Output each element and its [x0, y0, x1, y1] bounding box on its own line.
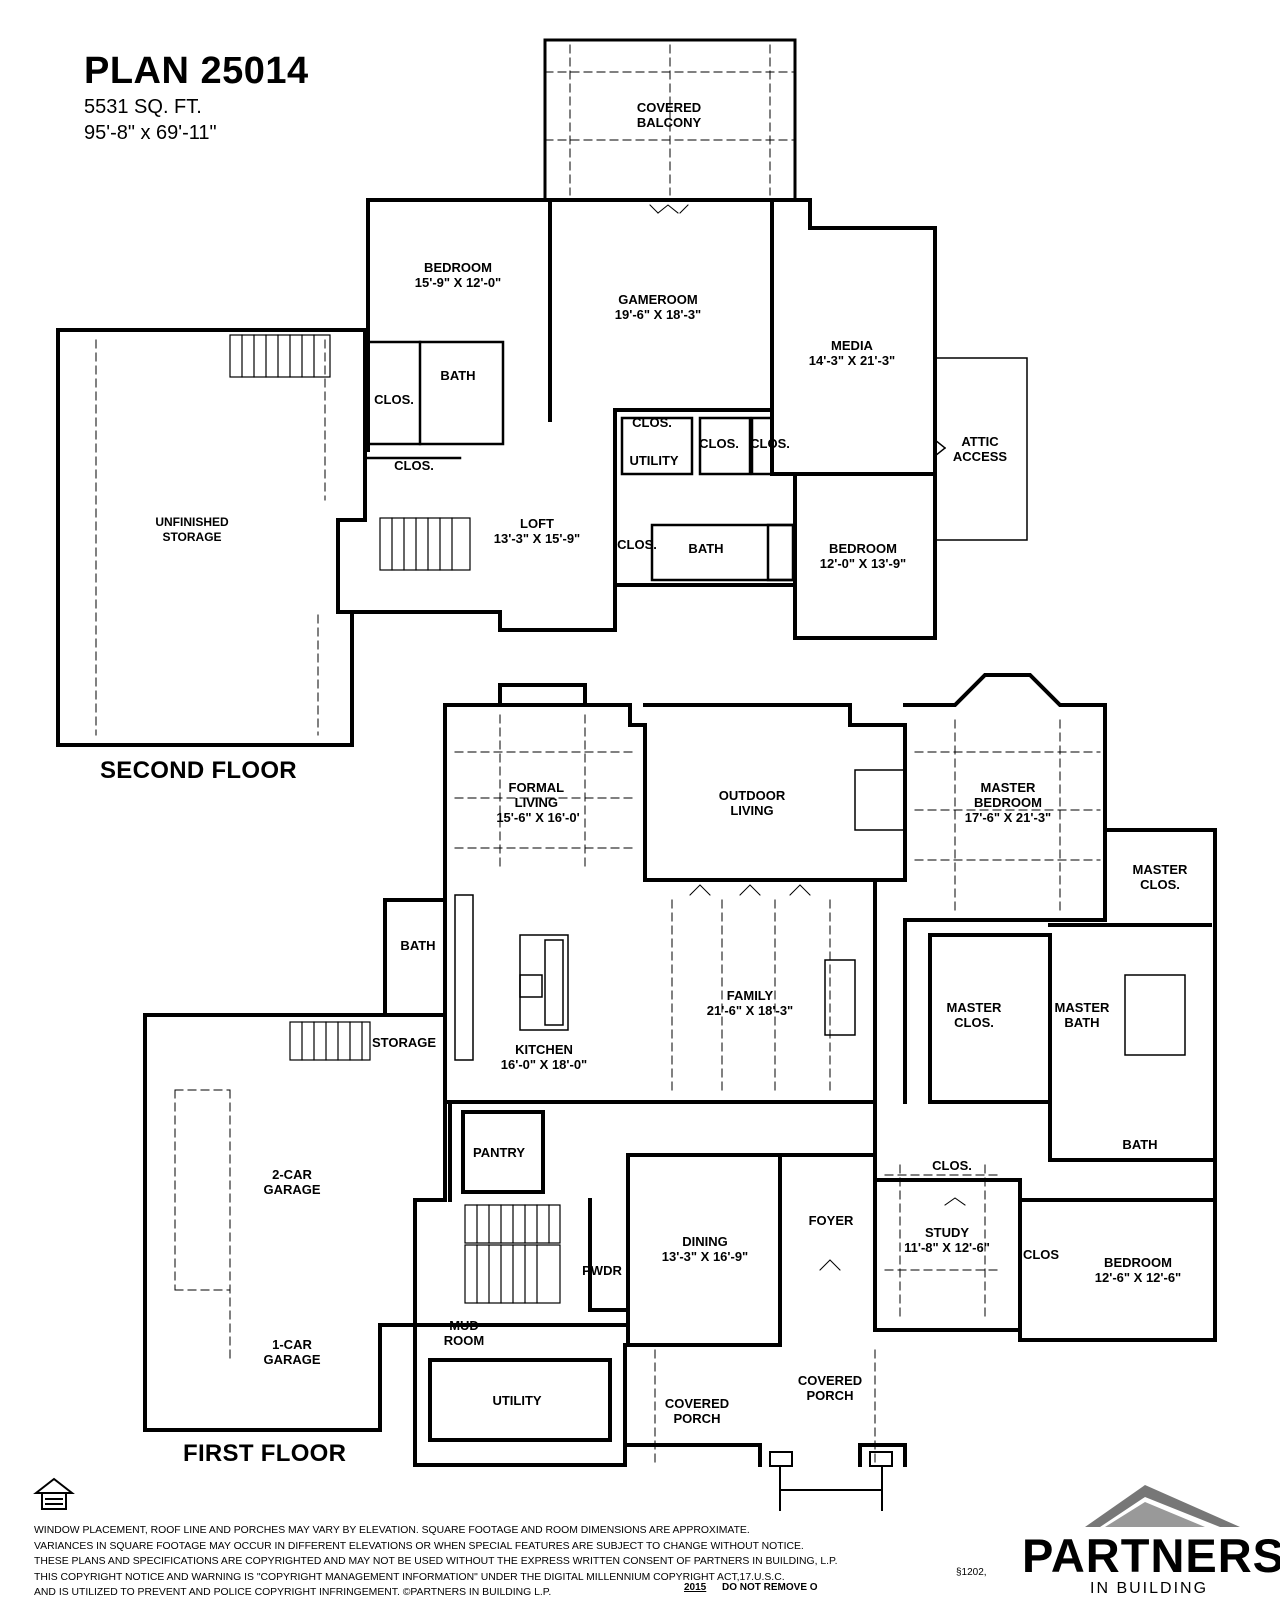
room-closet-upper-d: CLOS.	[699, 436, 739, 451]
room-foyer: FOYER	[808, 1213, 854, 1228]
copyright-disclaimer: WINDOW PLACEMENT, ROOF LINE AND PORCHES …	[34, 1523, 994, 1601]
room-bath-upper-a: BATH	[440, 368, 476, 383]
room-closet-bedroom: CLOS	[1022, 1247, 1060, 1262]
disclaimer-section: §1202,	[956, 1567, 987, 1578]
room-attic-access: ATTIC ACCESS	[952, 434, 1008, 464]
room-unfinished-storage: UNFINISHED STORAGE	[155, 515, 229, 544]
room-closet-study: CLOS.	[932, 1158, 972, 1173]
room-master-closet-top: MASTER CLOS.	[1132, 862, 1188, 892]
room-closet-upper-f: CLOS.	[617, 537, 657, 552]
room-closet-upper-e: CLOS.	[750, 436, 790, 451]
room-bath-guest: BATH	[1122, 1137, 1158, 1152]
room-covered-porch-left: COVERED PORCH	[664, 1396, 730, 1426]
disclaimer-line-4: THIS COPYRIGHT NOTICE AND WARNING IS "CO…	[34, 1571, 785, 1583]
room-two-car-garage: 2-CAR GARAGE	[263, 1167, 321, 1197]
room-powder: PWDR	[582, 1263, 622, 1278]
overall-dimensions: 95'-8" x 69'-11"	[84, 122, 217, 144]
second-floor-label: SECOND FLOOR	[100, 757, 297, 784]
room-bath-first-left: BATH	[400, 938, 436, 953]
room-bath-upper-b: BATH	[688, 541, 724, 556]
room-utility: UTILITY	[492, 1393, 542, 1408]
covered-balcony-outline	[543, 38, 797, 202]
room-mud-room: MUD ROOM	[443, 1318, 485, 1348]
room-closet-upper-c: CLOS.	[632, 415, 672, 430]
first-floor-walls	[143, 673, 1217, 1467]
partners-logo-subtitle: IN BUILDING	[1090, 1580, 1209, 1597]
first-floor-label: FIRST FLOOR	[183, 1440, 347, 1467]
disclaimer-line-5: AND IS UTILIZED TO PREVENT AND POLICE CO…	[34, 1587, 552, 1599]
room-one-car-garage: 1-CAR GARAGE	[263, 1337, 321, 1367]
room-storage: STORAGE	[371, 1035, 437, 1050]
room-covered-porch-right: COVERED PORCH	[797, 1373, 863, 1403]
room-closet-upper-b: CLOS.	[394, 458, 434, 473]
disclaimer-line-1: WINDOW PLACEMENT, ROOF LINE AND PORCHES …	[34, 1525, 750, 1536]
room-master-closet: MASTER CLOS.	[946, 1000, 1002, 1030]
unfinished-storage-outline	[56, 328, 367, 747]
partners-logo-wordmark: PARTNERS	[1022, 1529, 1280, 1582]
room-master-bath: MASTER BATH	[1054, 1000, 1110, 1030]
room-pantry: PANTRY	[473, 1145, 525, 1160]
plan-title: PLAN 25014	[84, 50, 309, 92]
second-floor-walls	[336, 198, 937, 640]
disclaimer-line-2: VARIANCES IN SQUARE FOOTAGE MAY OCCUR IN…	[34, 1540, 804, 1552]
room-covered-balcony: COVERED BALCONY	[636, 100, 702, 130]
room-utility-upper: UTILITY	[629, 453, 679, 468]
do-not-remove-notice: DO NOT REMOVE O	[722, 1582, 818, 1593]
disclaimer-line-3: THESE PLANS AND SPECIFICATIONS ARE COPYR…	[34, 1556, 838, 1568]
square-footage: 5531 SQ. FT.	[84, 96, 202, 118]
room-outdoor-living: OUTDOOR LIVING	[718, 788, 786, 818]
room-closet-upper-a: CLOS.	[374, 392, 414, 407]
copyright-year: 2015	[684, 1582, 707, 1593]
